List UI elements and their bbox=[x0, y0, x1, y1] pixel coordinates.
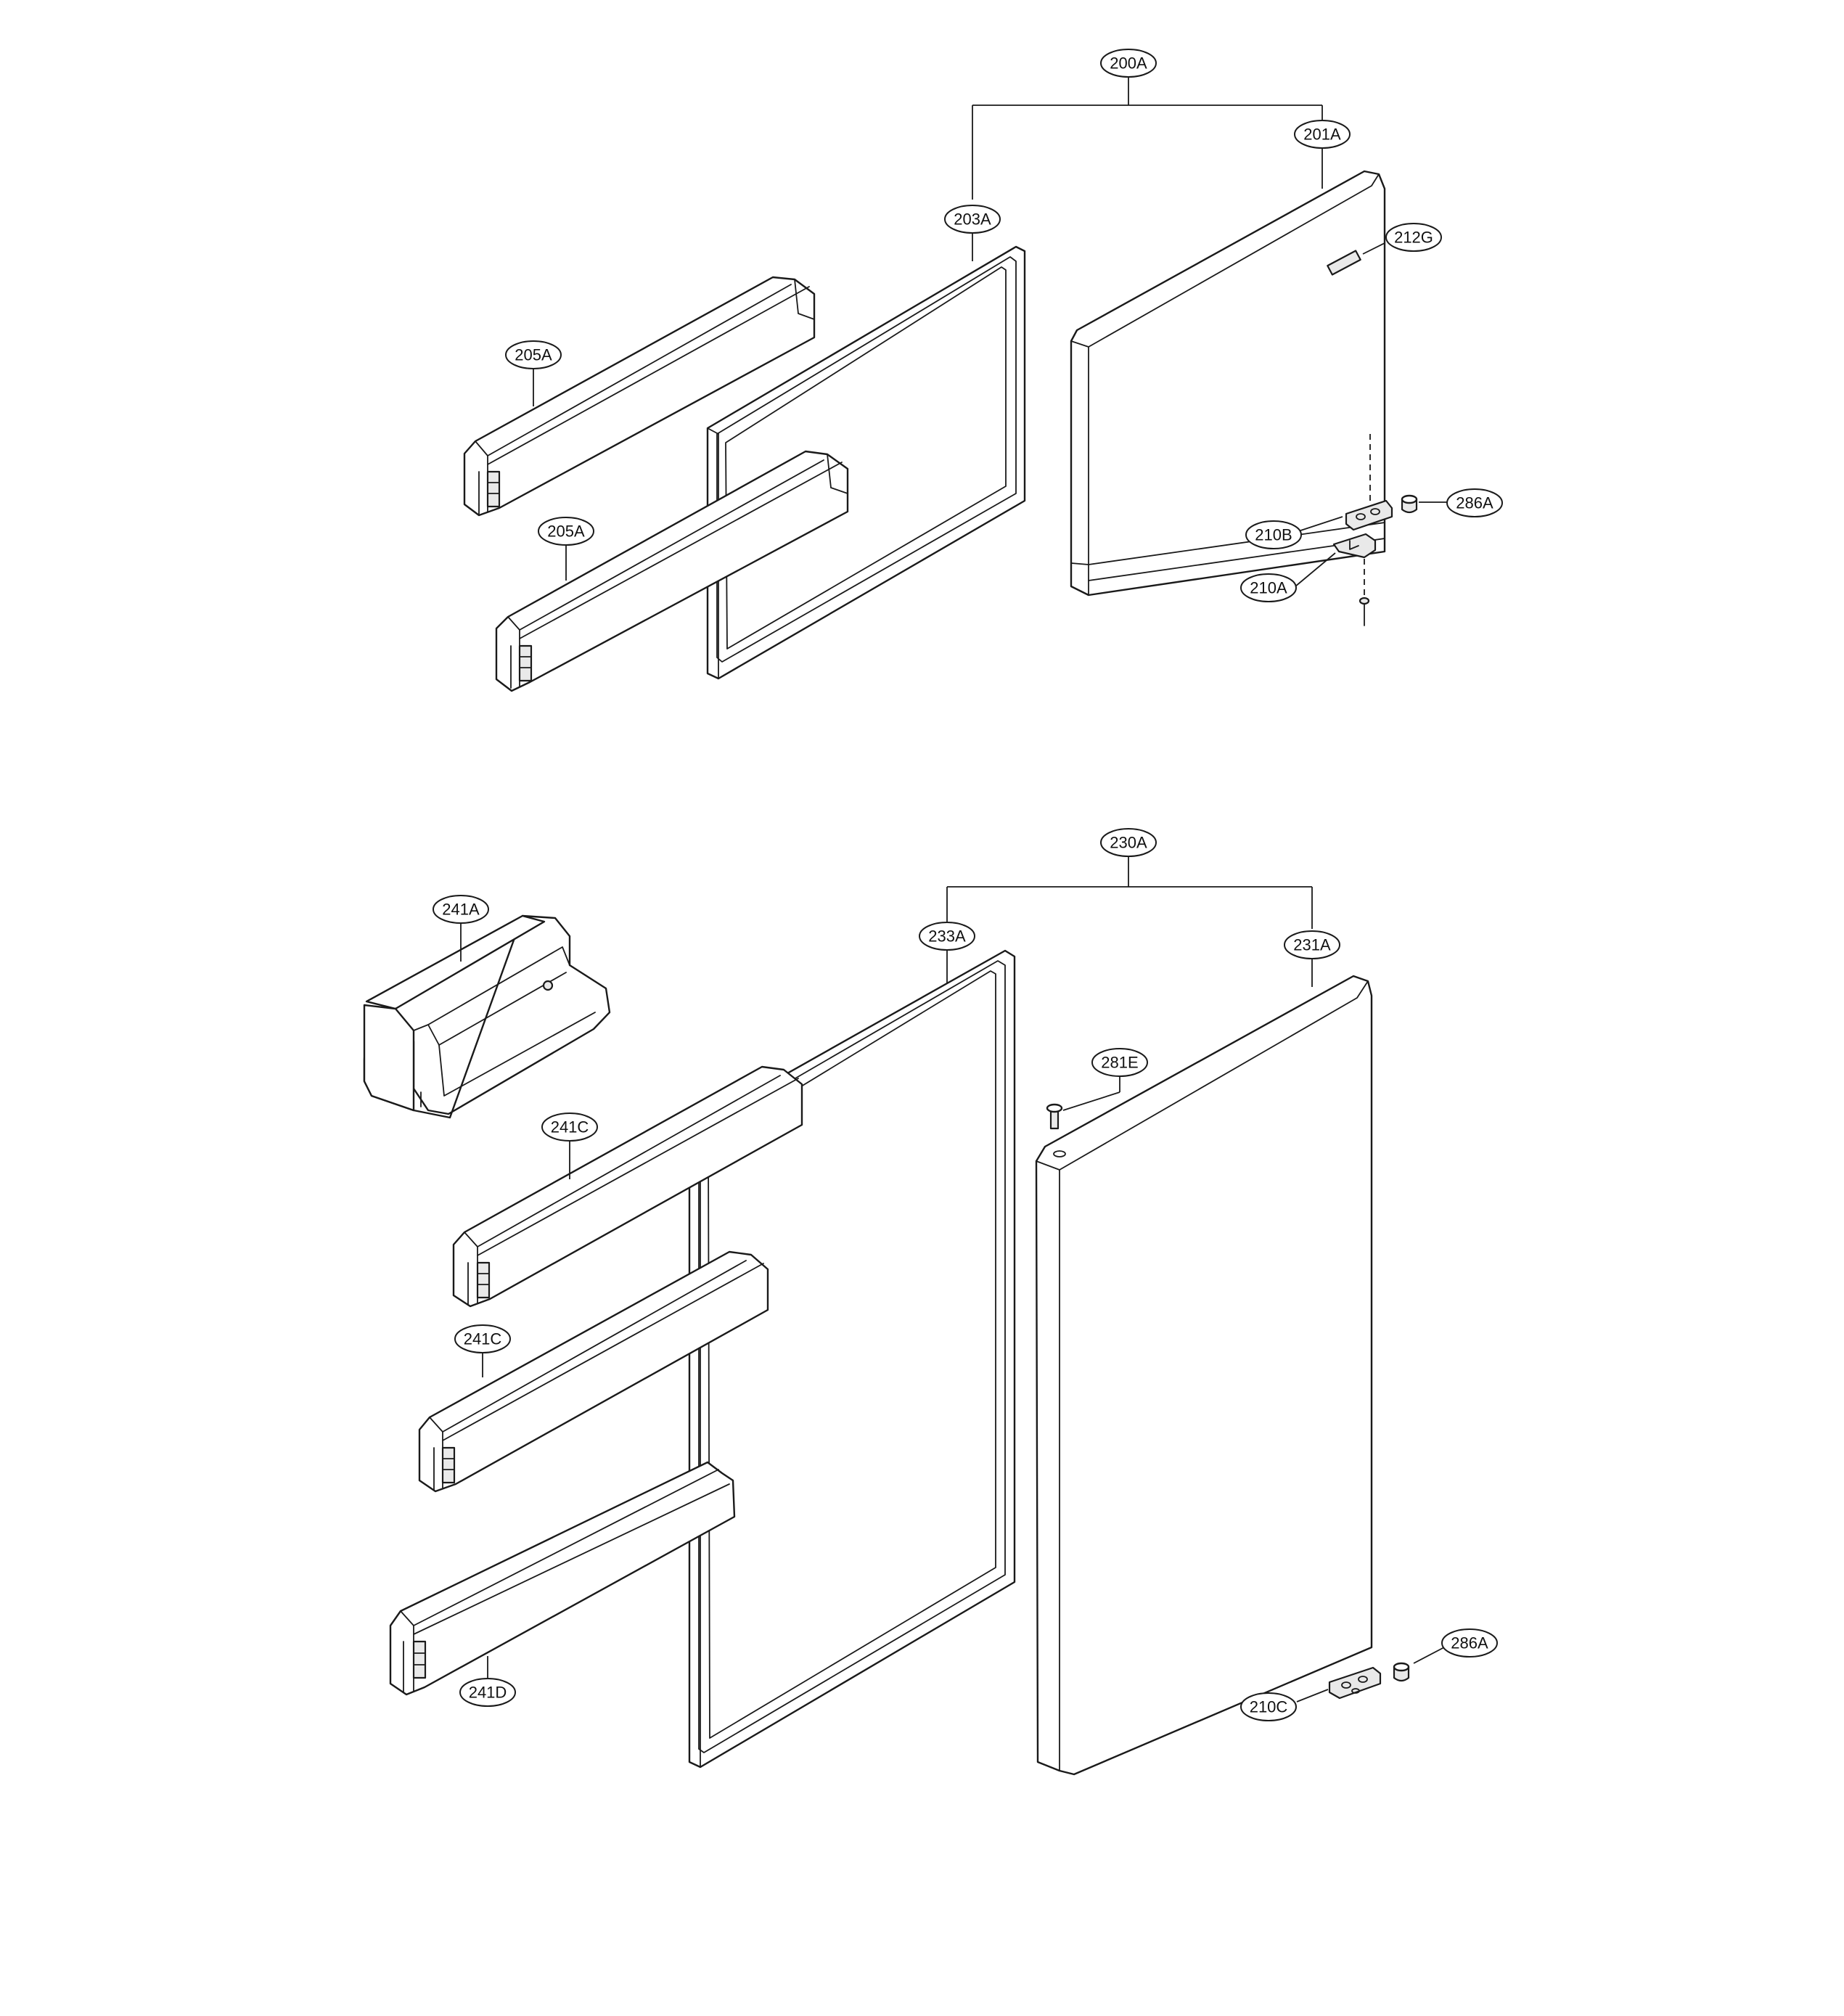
svg-text:230A: 230A bbox=[1110, 834, 1147, 852]
freezer-door-201A bbox=[1070, 170, 1386, 597]
callout-205A-lower: 205A bbox=[538, 517, 594, 546]
callout-203A: 203A bbox=[944, 205, 1001, 234]
svg-text:241C: 241C bbox=[551, 1118, 589, 1136]
svg-text:203A: 203A bbox=[954, 210, 991, 229]
callout-231A: 231A bbox=[1284, 930, 1340, 959]
screw bbox=[1359, 597, 1370, 626]
door-bin-241C-upper bbox=[452, 1065, 803, 1308]
svg-text:281E: 281E bbox=[1101, 1054, 1138, 1072]
group-bracket-200A bbox=[972, 76, 1323, 261]
callout-230A: 230A bbox=[1100, 828, 1157, 857]
callout-241A: 241A bbox=[433, 895, 489, 924]
svg-text:201A: 201A bbox=[1303, 126, 1341, 144]
cap-286A-upper bbox=[1401, 494, 1418, 514]
svg-text:210A: 210A bbox=[1250, 579, 1287, 597]
svg-text:241A: 241A bbox=[442, 901, 480, 919]
callout-210C: 210C bbox=[1240, 1692, 1297, 1721]
callout-210A: 210A bbox=[1240, 573, 1297, 602]
callout-286A-upper: 286A bbox=[1446, 488, 1503, 517]
svg-text:286A: 286A bbox=[1451, 1634, 1488, 1652]
svg-text:241D: 241D bbox=[469, 1684, 507, 1702]
svg-text:241C: 241C bbox=[464, 1330, 502, 1348]
badge-212G bbox=[1327, 250, 1361, 276]
callout-286A-lower: 286A bbox=[1441, 1628, 1498, 1658]
door-bin-205A-upper bbox=[463, 276, 816, 517]
callout-241C-upper: 241C bbox=[541, 1113, 598, 1142]
hinge-210B bbox=[1345, 499, 1393, 531]
callout-212G: 212G bbox=[1385, 223, 1442, 252]
svg-text:212G: 212G bbox=[1394, 229, 1433, 247]
callout-281E: 281E bbox=[1091, 1048, 1148, 1077]
svg-text:205A: 205A bbox=[515, 346, 552, 364]
callout-205A-upper: 205A bbox=[505, 340, 562, 369]
callout-210B: 210B bbox=[1245, 520, 1302, 549]
svg-text:286A: 286A bbox=[1456, 494, 1493, 512]
freezer-gasket-203A bbox=[706, 245, 1026, 680]
svg-text:233A: 233A bbox=[928, 927, 966, 946]
svg-text:210B: 210B bbox=[1255, 526, 1292, 544]
callout-201A: 201A bbox=[1294, 120, 1351, 149]
hinge-210C bbox=[1328, 1666, 1382, 1700]
group-bracket-230A bbox=[946, 856, 1313, 987]
callout-241C-lower: 241C bbox=[454, 1324, 511, 1353]
hinge-210A bbox=[1332, 533, 1377, 559]
svg-text:200A: 200A bbox=[1110, 54, 1147, 73]
callout-200A: 200A bbox=[1100, 49, 1157, 78]
pin-281E bbox=[1046, 1103, 1063, 1130]
door-bin-241D bbox=[389, 1461, 736, 1696]
svg-text:205A: 205A bbox=[547, 523, 585, 541]
svg-text:210C: 210C bbox=[1250, 1698, 1288, 1716]
dairy-bin-241A bbox=[363, 914, 611, 1119]
fresh-food-gasket-233A bbox=[688, 949, 1016, 1769]
fresh-food-door-231A bbox=[1035, 975, 1373, 1776]
door-bin-205A-lower bbox=[495, 450, 849, 692]
callout-233A: 233A bbox=[919, 922, 975, 951]
callout-241D: 241D bbox=[459, 1678, 516, 1707]
cap-286A-lower bbox=[1393, 1662, 1410, 1682]
door-bin-241C-lower bbox=[418, 1250, 769, 1493]
svg-text:231A: 231A bbox=[1293, 936, 1331, 954]
